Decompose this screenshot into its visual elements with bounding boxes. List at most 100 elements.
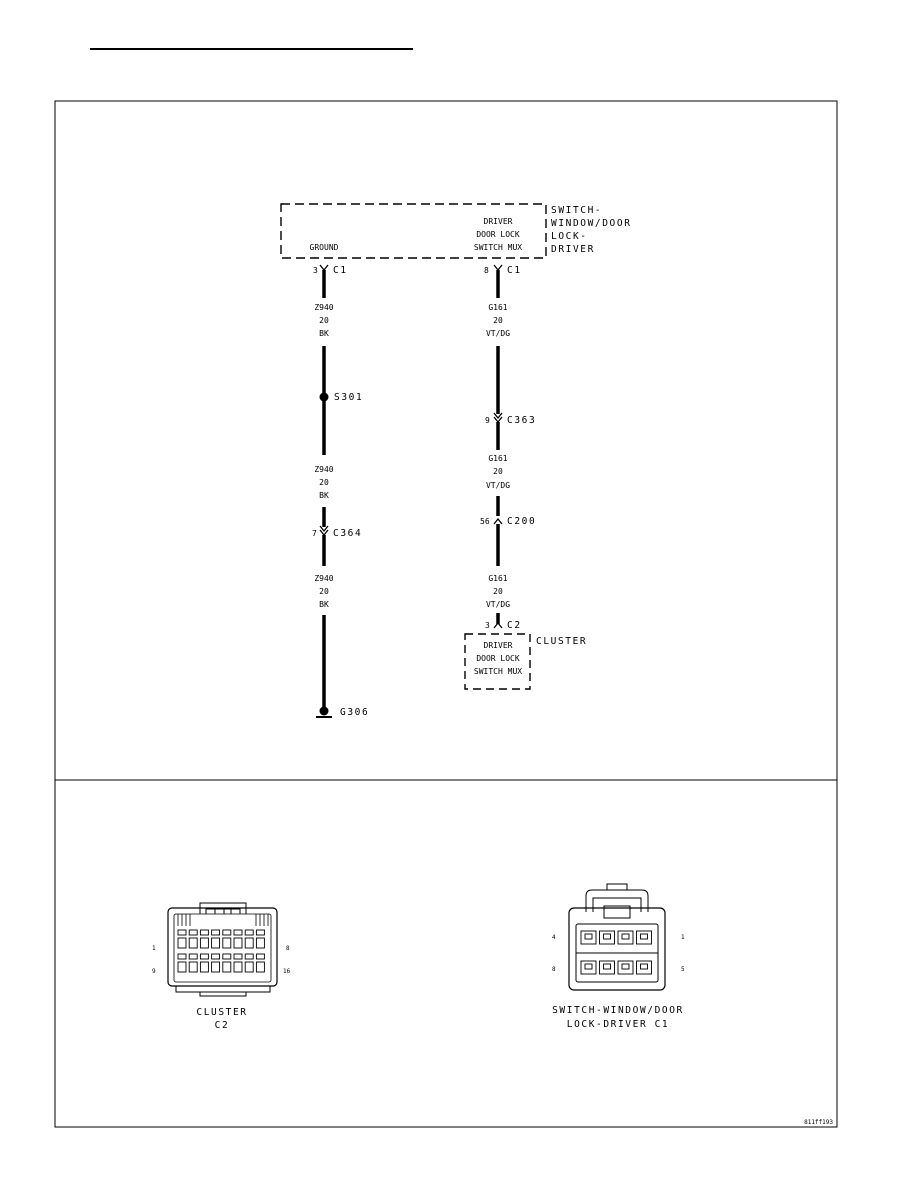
cluster-c2-cavity-latch	[188, 929, 198, 936]
switch-c1-cavity	[580, 960, 597, 975]
mux-wire2-color: VT/DG	[486, 481, 510, 490]
cluster-c2-cavity-latch	[188, 953, 198, 960]
cluster-c2-pin-16: 16	[283, 968, 291, 975]
cluster-c2-cavity	[188, 937, 198, 949]
cluster-c2-pin-8: 8	[286, 945, 290, 952]
switch-c1-cavity	[599, 930, 615, 945]
cluster-c2-cavity	[211, 937, 221, 949]
c363-connector-symbol	[493, 412, 503, 424]
mux-wire2-gauge: 20	[493, 467, 503, 476]
switch-mux-line-2: DOOR LOCK	[476, 230, 520, 239]
switch-c1-pin-8: 8	[552, 966, 556, 973]
cluster-c2-cavity-latch	[255, 929, 265, 936]
mux-wire1-color: VT/DG	[486, 329, 510, 338]
mux-circuit: 8 C1 G161 20 VT/DG 9 C363 G161 20 VT/DG …	[480, 264, 536, 631]
switch-c1-connector-view: 4 1 8 5 SWITCH-WINDOW/DOOR LOCK-DRIVER C…	[552, 883, 685, 1030]
figure-id: 811ff193	[804, 1119, 833, 1126]
cluster-c2-cavity-latch	[199, 953, 209, 960]
ground-wire1-gauge: 20	[319, 316, 329, 325]
switch-c1-cavity	[617, 960, 634, 975]
ground-wire2-gauge: 20	[319, 478, 329, 487]
cluster-c2-cavity-latch	[211, 929, 221, 936]
cluster-component: CLUSTER DRIVER DOOR LOCK SWITCH MUX	[464, 633, 587, 690]
switch-c1-cavity	[636, 930, 652, 945]
cluster-mux-line-3: SWITCH MUX	[474, 667, 522, 676]
ground-wire3-gauge: 20	[319, 587, 329, 596]
cluster-c2-cavity-latch	[255, 953, 265, 960]
switch-c1-cavity	[617, 930, 634, 945]
mux-wire1-code: G161	[488, 303, 507, 312]
switch-c1-cavity-terminal	[621, 933, 630, 940]
switch-mux-line-1: DRIVER	[484, 217, 513, 226]
cluster-c2-cavity	[222, 937, 232, 949]
cluster-c2-side-ribs-right	[255, 914, 269, 926]
cluster-component-name: CLUSTER	[536, 636, 587, 647]
switch-c1-cavity-terminal	[640, 963, 648, 970]
switch-mux-line-3: SWITCH MUX	[474, 243, 522, 252]
cluster-c2-cavity-latch	[177, 953, 187, 960]
cluster-c2-cavity-latch	[233, 929, 243, 936]
cluster-c2-connector-symbol	[493, 621, 503, 629]
ground-wire1-code: Z940	[314, 303, 333, 312]
ground-g306-dot	[319, 706, 329, 716]
diagram-frame	[54, 100, 838, 1128]
switch-c1-cavity-terminal	[603, 933, 611, 940]
c364-name: C364	[333, 528, 362, 539]
ground-wire2-code: Z940	[314, 465, 333, 474]
cluster-mux-line-1: DRIVER	[484, 641, 513, 650]
c364-pin: 7	[312, 529, 317, 538]
mux-c1-pin: 8	[484, 266, 489, 275]
cluster-c2-connector-view: 1 8 9 16 CLUSTER C2	[152, 902, 291, 1031]
ground-c1-connector-symbol	[319, 264, 329, 272]
mux-wire2-code: G161	[488, 454, 507, 463]
c200-connector-symbol	[493, 517, 503, 525]
cluster-c2-housing	[167, 907, 278, 987]
cluster-c2-cavity-latch	[177, 929, 187, 936]
cluster-c2-cavity-grid	[177, 929, 265, 973]
switch-c1-cavity-grid	[580, 930, 652, 975]
c200-pin: 56	[480, 517, 490, 526]
cluster-c2-cavity	[255, 937, 265, 949]
switch-c1-caption-line-2: LOCK-DRIVER C1	[567, 1019, 669, 1030]
switch-c1-cavity-terminal	[584, 933, 593, 940]
cluster-c2-cavity	[244, 937, 254, 949]
cluster-c2-latch	[199, 902, 247, 914]
cluster-c2-cavity-latch	[233, 953, 243, 960]
switch-c1-pin-4: 4	[552, 934, 556, 941]
c363-pin: 9	[485, 416, 490, 425]
ground-c1-name: C1	[333, 265, 348, 276]
cluster-c2-pin: 3	[485, 621, 490, 630]
ground-g306-label: G306	[340, 707, 369, 718]
ground-c1-pin: 3	[313, 266, 318, 275]
c200-name: C200	[507, 516, 536, 527]
switch-name-line-1: SWITCH-	[551, 205, 602, 216]
cluster-c2-cavity	[222, 961, 232, 973]
switch-c1-cavity	[636, 960, 652, 975]
ground-wire1-color: BK	[319, 329, 329, 338]
cluster-c2-cavity	[177, 961, 187, 973]
switch-name-line-4: DRIVER	[551, 244, 595, 255]
cluster-c2-bottom-lip	[175, 986, 271, 997]
ground-wire3-code: Z940	[314, 574, 333, 583]
switch-c1-pin-5: 5	[681, 966, 685, 973]
ground-circuit: 3 C1 Z940 20 BK S301 Z940 20 BK 7 C364 Z…	[312, 264, 369, 718]
switch-c1-pin-1: 1	[681, 934, 685, 941]
cluster-c2-cavity-latch	[199, 929, 209, 936]
switch-c1-latch	[585, 883, 649, 919]
cluster-c2-name: C2	[507, 620, 522, 631]
cluster-c2-cavity	[233, 961, 243, 973]
mux-c1-connector-symbol	[493, 264, 503, 272]
mux-c1-name: C1	[507, 265, 522, 276]
cluster-c2-caption-line-2: C2	[215, 1020, 230, 1031]
cluster-c2-caption-line-1: CLUSTER	[196, 1007, 247, 1018]
splice-s301-dot	[319, 392, 329, 402]
switch-c1-cavity-terminal	[621, 963, 630, 970]
switch-c1-cavity-terminal	[640, 933, 648, 940]
c364-connector-symbol	[319, 525, 329, 537]
mux-wire1-gauge: 20	[493, 316, 503, 325]
switch-c1-cavity-terminal	[603, 963, 611, 970]
cluster-c2-cavity-latch	[244, 953, 254, 960]
cluster-component-outline	[464, 633, 531, 690]
splice-s301-label: S301	[334, 392, 363, 403]
cluster-c2-cavity-latch	[222, 953, 232, 960]
